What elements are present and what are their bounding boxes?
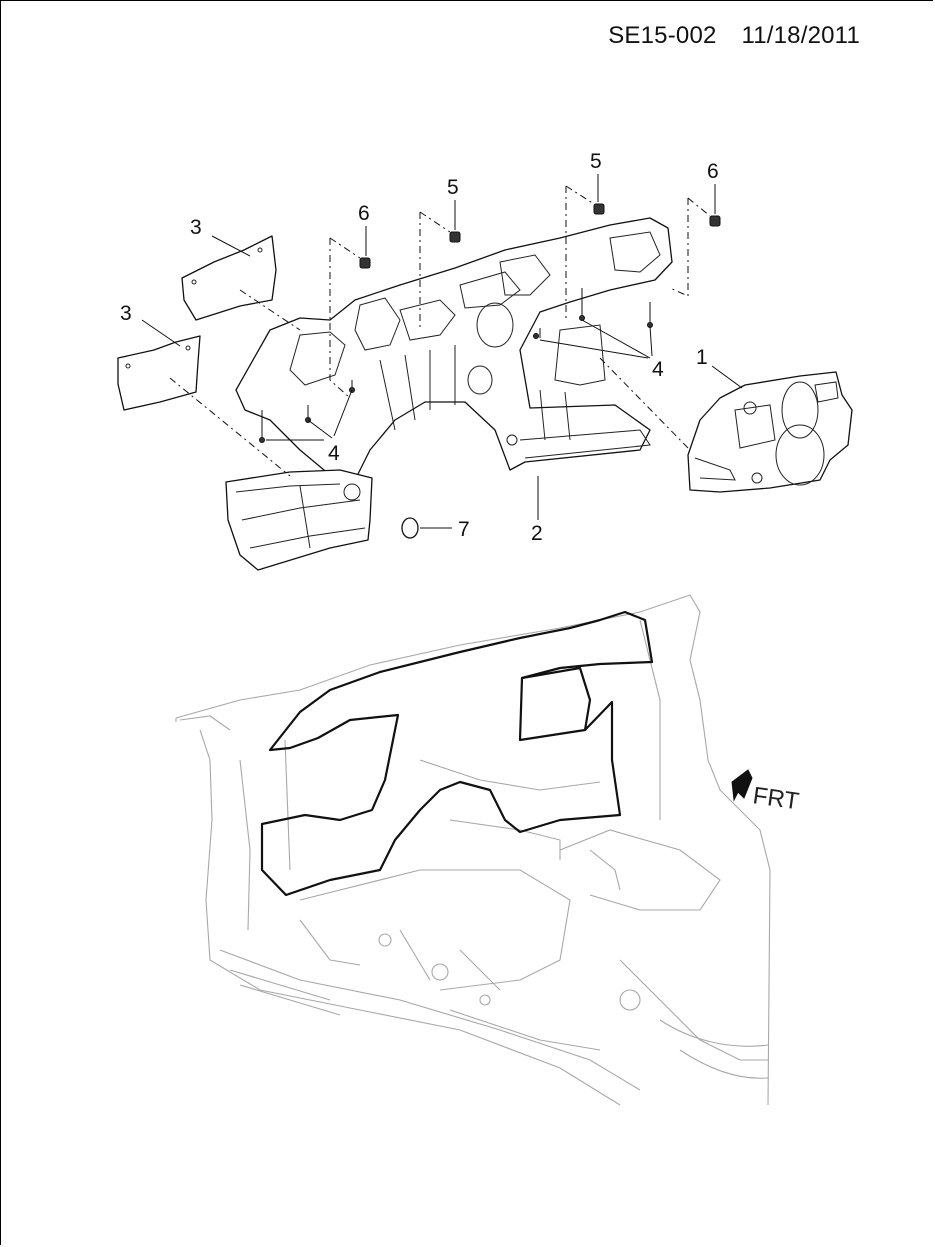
callout-3-upper: 3: [190, 216, 202, 239]
dash-line-6-left: [329, 237, 361, 399]
callout-1: 1: [696, 346, 708, 369]
clip-part-5-right: [593, 203, 605, 215]
leader-3-upper: [211, 235, 251, 257]
callout-6-left: 6: [358, 202, 370, 225]
dash-line-5-right: [565, 185, 595, 320]
leader-1: [711, 365, 743, 389]
callout-4-right: 4: [652, 358, 664, 381]
diagram-date: 11/18/2011: [741, 22, 860, 49]
dash-insulator-part-2: [235, 217, 673, 481]
callout-2: 2: [531, 522, 543, 545]
vehicle-body-view: FRT: [175, 594, 801, 1106]
callout-5-right: 5: [590, 150, 602, 173]
arrow-front-icon: [731, 769, 753, 802]
leader-3-lower: [141, 319, 181, 347]
side-insulator-part-3-upper: [181, 235, 277, 321]
front-label: FRT: [751, 782, 801, 815]
dash-line-6-right: [669, 197, 711, 297]
pins-part-4: [259, 288, 653, 443]
front-direction-indicator: FRT: [731, 769, 801, 815]
clip-part-6-right: [709, 215, 721, 227]
leader-4-right: [539, 319, 653, 359]
clip-part-6-left: [359, 257, 371, 269]
callout-3-lower: 3: [120, 302, 132, 325]
dash-line-5-left: [419, 211, 451, 330]
grommet-part-7: [401, 517, 419, 539]
diagram-header: SE15-002 11/18/2011: [600, 22, 860, 50]
dash-line-1: [599, 357, 689, 449]
dash-line-3-upper: [239, 289, 301, 331]
callout-5-left: 5: [447, 176, 459, 199]
dash-insulator-lower-left: [225, 469, 373, 571]
insulator-part-1: [687, 371, 853, 493]
callout-7: 7: [458, 518, 470, 541]
callout-6-right: 6: [707, 160, 719, 183]
callout-4-left: 4: [328, 442, 340, 465]
diagram-code: SE15-002: [608, 22, 717, 49]
side-insulator-part-3-lower: [117, 335, 201, 411]
exploded-view: 3 3 4 4 6 5 5 6 1 2 7: [117, 150, 853, 571]
leader-4-left: [266, 389, 353, 441]
clip-part-5-left: [449, 231, 461, 243]
